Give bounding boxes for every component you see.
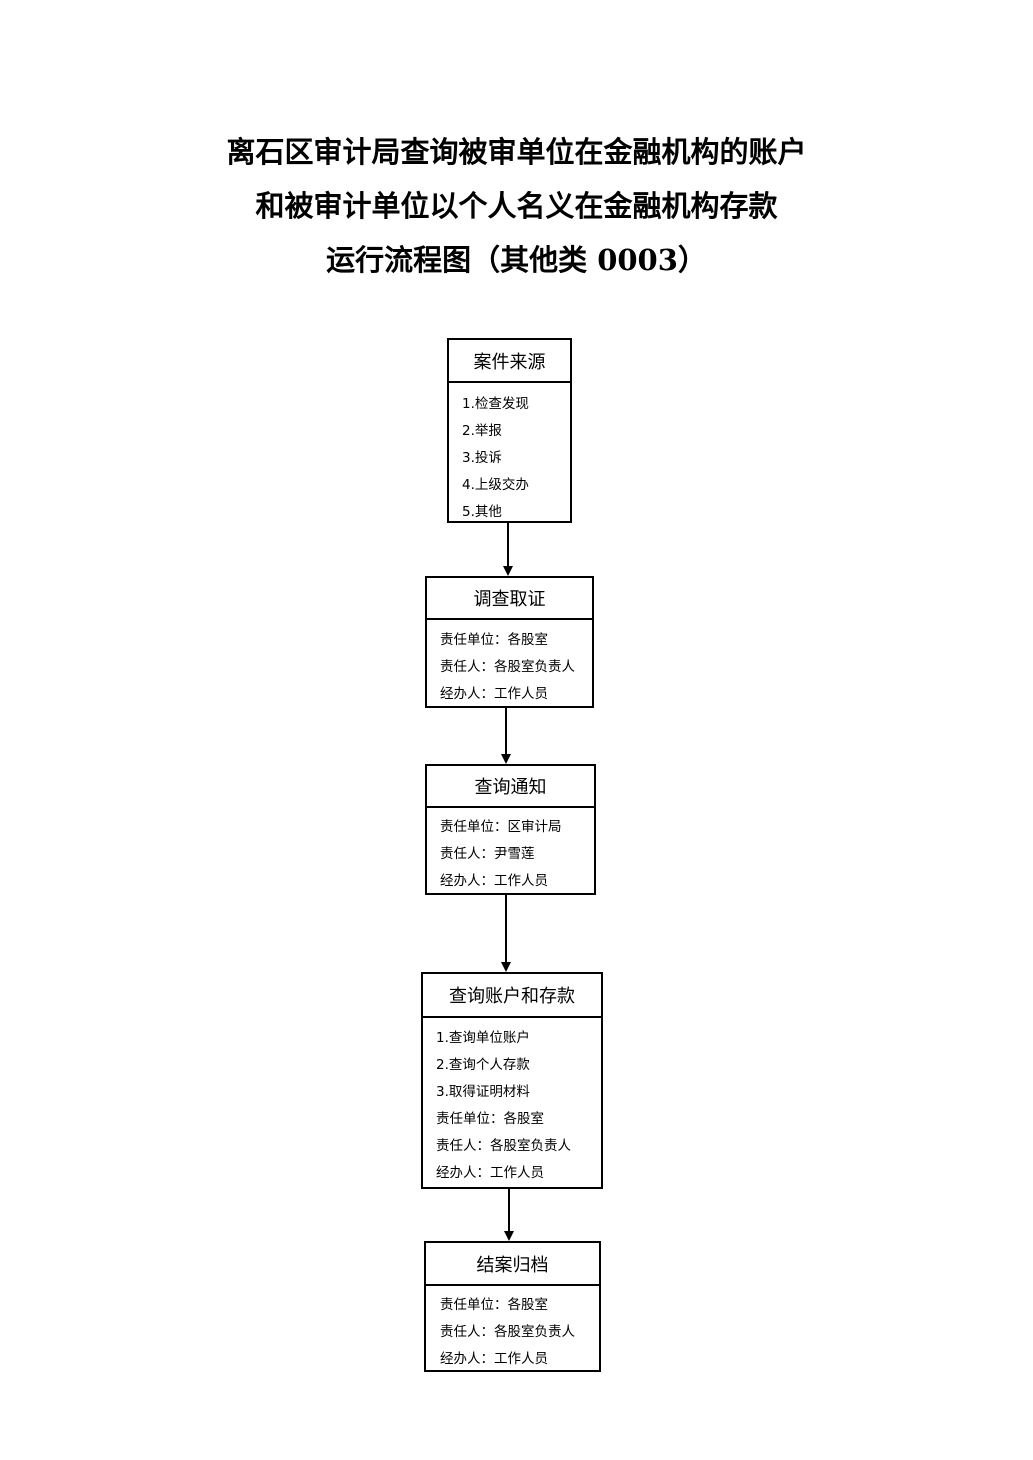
box-line: 经办人：工作人员 <box>440 686 548 702</box>
flow-box-query-notice: 查询通知 责任单位：区审计局 责任人：尹雪莲 经办人：工作人员 <box>425 764 596 895</box>
box-line: 5.其他 <box>462 504 502 520</box>
box-line: 责任单位：各股室 <box>440 1297 548 1313</box>
page-title-line-1: 离石区审计局查询被审单位在金融机构的账户 <box>226 135 807 169</box>
box-line: 1.查询单位账户 <box>436 1030 530 1046</box>
box-line: 1.检查发现 <box>462 396 529 412</box>
box-line: 经办人：工作人员 <box>436 1165 544 1181</box>
box-line: 3.投诉 <box>462 450 502 466</box>
box-line: 2.举报 <box>462 423 502 439</box>
page-title-line-3: 运行流程图（其他类 0003） <box>326 243 707 277</box>
flow-box-case-source: 案件来源 1.检查发现 2.举报 3.投诉 4.上级交办 5.其他 <box>447 338 572 523</box>
box-line: 2.查询个人存款 <box>436 1057 530 1073</box>
box-header: 调查取证 <box>427 578 592 620</box>
box-body: 1.查询单位账户 2.查询个人存款 3.取得证明材料 责任单位：各股室 责任人：… <box>423 1018 601 1188</box>
box-body: 责任单位：区审计局 责任人：尹雪莲 经办人：工作人员 <box>427 808 594 896</box>
flow-box-investigation: 调查取证 责任单位：各股室 责任人：各股室负责人 经办人：工作人员 <box>425 576 594 708</box>
box-line: 责任人：尹雪莲 <box>440 846 535 862</box>
box-header: 结案归档 <box>426 1243 599 1286</box>
box-line: 责任人：各股室负责人 <box>440 659 575 675</box>
box-line: 责任单位：区审计局 <box>440 819 562 835</box>
box-header: 查询通知 <box>427 766 594 808</box>
box-line: 4.上级交办 <box>462 477 529 493</box>
box-header: 查询账户和存款 <box>423 974 601 1018</box>
box-header: 案件来源 <box>449 340 570 383</box>
box-line: 责任单位：各股室 <box>440 632 548 648</box>
flow-box-query-accounts: 查询账户和存款 1.查询单位账户 2.查询个人存款 3.取得证明材料 责任单位：… <box>421 972 603 1189</box>
box-line: 责任单位：各股室 <box>436 1111 544 1127</box>
box-line: 责任人：各股室负责人 <box>440 1324 575 1340</box>
box-body: 责任单位：各股室 责任人：各股室负责人 经办人：工作人员 <box>427 620 592 709</box>
box-body: 1.检查发现 2.举报 3.投诉 4.上级交办 5.其他 <box>449 383 570 527</box>
box-line: 责任人：各股室负责人 <box>436 1138 571 1154</box>
page-title-line-2: 和被审计单位以个人名义在金融机构存款 <box>255 189 778 223</box>
box-line: 经办人：工作人员 <box>440 873 548 889</box>
box-body: 责任单位：各股室 责任人：各股室负责人 经办人：工作人员 <box>426 1286 599 1374</box>
box-line: 3.取得证明材料 <box>436 1084 530 1100</box>
flow-box-case-closing: 结案归档 责任单位：各股室 责任人：各股室负责人 经办人：工作人员 <box>424 1241 601 1372</box>
box-line: 经办人：工作人员 <box>440 1351 548 1367</box>
